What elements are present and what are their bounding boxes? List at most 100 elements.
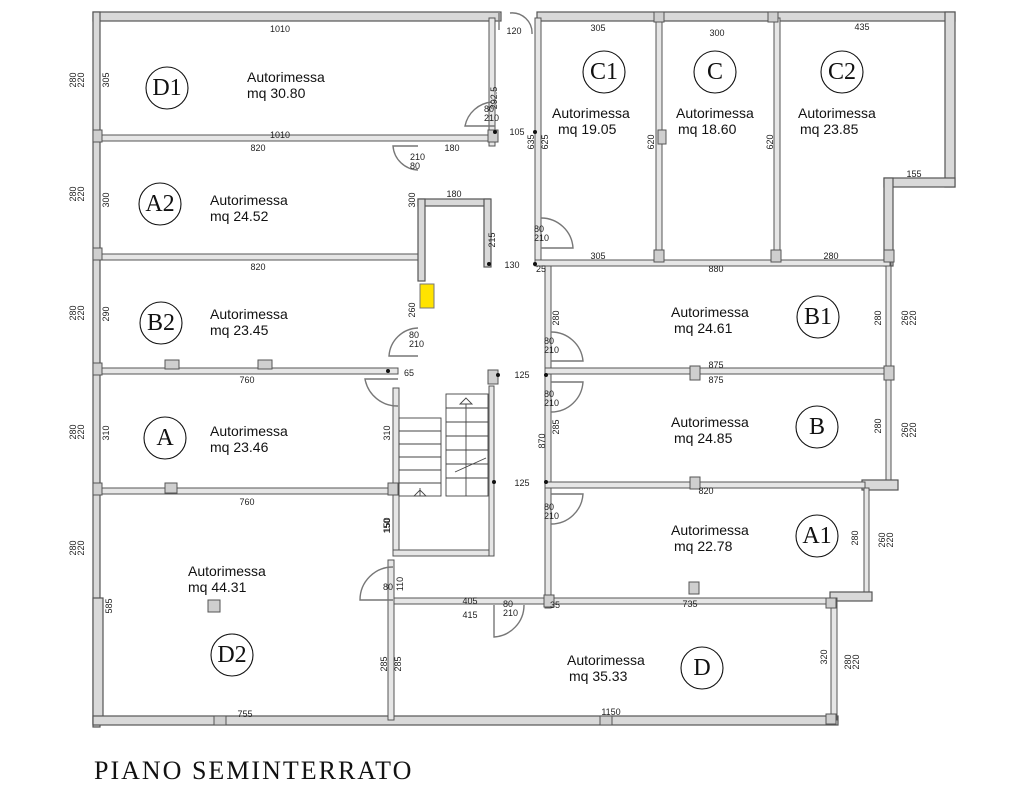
wall-c2-step [883, 177, 956, 188]
column [92, 129, 103, 143]
room-area: mq 35.33 [569, 668, 628, 684]
room-area: mq 22.78 [674, 538, 733, 554]
dim-label: 280 [873, 418, 883, 433]
room-area: mq 23.85 [800, 121, 859, 137]
height-label: 220 [908, 422, 918, 437]
column [689, 365, 701, 381]
door-swing [493, 604, 525, 638]
dim-label: 105 [509, 127, 524, 137]
room-type: Autorimessa [671, 304, 749, 320]
height-label: 220 [851, 654, 861, 669]
dim-label: 292.5 [489, 87, 499, 110]
door-swing [498, 12, 533, 35]
stairs [398, 393, 489, 497]
column [883, 365, 895, 381]
dim-label: 320 [819, 649, 829, 664]
dim-label: 180 [446, 189, 461, 199]
dim-label: 125 [514, 370, 529, 380]
room-id-circle [143, 416, 187, 460]
door-size-labels: 80 210 210 80 80 210 80 210 80 210 80 21… [383, 104, 559, 618]
dim-label: 280 [551, 310, 561, 325]
room-id: B1 [804, 304, 832, 330]
door-swing [392, 145, 419, 171]
wall-b-a1 [544, 481, 866, 489]
dimension-dots [386, 130, 548, 484]
door-swing [464, 101, 495, 127]
dim-label: 305 [101, 72, 111, 87]
room-id: A2 [145, 191, 174, 217]
wall-d1-a2 [99, 134, 496, 142]
dim-label: 125 [514, 478, 529, 488]
door-size: 80 [409, 330, 419, 340]
door-size: 80 [544, 502, 554, 512]
wall-core-right [483, 198, 492, 268]
height-label: 220 [885, 532, 895, 547]
dim-label: 1150 [601, 707, 620, 717]
room-type: Autorimessa [552, 105, 630, 121]
height-label: 260 [900, 310, 910, 325]
room-type: Autorimessa [210, 192, 288, 208]
room-id-circle [795, 514, 839, 558]
dim-label: 305 [590, 23, 605, 33]
room-id-circle [680, 646, 724, 690]
dim-label: 120 [506, 26, 521, 36]
dim-label: 25 [536, 264, 546, 274]
wall-d-right [830, 597, 838, 721]
dim-label: 150 [382, 518, 392, 533]
room-id: B2 [147, 310, 175, 336]
dim-label: 880 [708, 264, 723, 274]
wall-a1-corner [829, 591, 873, 602]
wall-stair-left [392, 387, 400, 557]
dim-label: 1010 [270, 24, 290, 34]
room-id: D1 [152, 75, 181, 101]
room-id: C [707, 59, 723, 85]
room-area: mq 23.46 [210, 439, 269, 455]
room-id: A [156, 425, 174, 451]
dim-label: 760 [239, 375, 254, 385]
room-id-circle [693, 50, 737, 94]
dim-label: 310 [101, 425, 111, 440]
wall-b-left [544, 265, 552, 609]
room-type: Autorimessa [210, 306, 288, 322]
height-label: 220 [908, 310, 918, 325]
dim-label: 280 [823, 251, 838, 261]
door-swing [550, 493, 584, 525]
door-swing [550, 381, 584, 413]
column [207, 599, 221, 613]
room-id-circle [582, 50, 626, 94]
column [387, 482, 399, 496]
door-size: 210 [544, 345, 559, 355]
dim-label: 260 [407, 302, 417, 317]
room-c1: C1 Autorimessa mq 19.05 [552, 50, 630, 137]
dim-label: 215 [487, 232, 497, 247]
dim-label: 150 [382, 517, 392, 532]
column [543, 594, 555, 608]
dim-label: 415 [462, 610, 477, 620]
floor-plan: 1010 1010 820 180 820 760 760 755 1150 4… [68, 11, 956, 728]
door-size: 210 [544, 511, 559, 521]
wall-d1-right [488, 17, 496, 147]
height-label: 280 [68, 72, 78, 87]
door-size: 210 [544, 398, 559, 408]
plan-title: PIANO SEMINTERRATO [94, 756, 414, 785]
doors [359, 12, 584, 638]
column [213, 715, 227, 726]
wall-a2-b2 [99, 253, 421, 261]
dim-label: 620 [765, 134, 775, 149]
room-labels: D1 Autorimessa mq 30.80 A2 Autorimessa m… [138, 50, 876, 690]
room-c: C Autorimessa mq 18.60 [676, 50, 754, 137]
room-area: mq 30.80 [247, 85, 306, 101]
room-a2: A2 Autorimessa mq 24.52 [138, 182, 288, 226]
column [689, 476, 701, 490]
door-size: 80 [544, 336, 554, 346]
dim-label: 1010 [270, 130, 290, 140]
room-area: mq 23.45 [210, 322, 269, 338]
dim-label: 405 [462, 596, 477, 606]
height-label: 280 [68, 305, 78, 320]
room-d2: D2 Autorimessa mq 44.31 [188, 563, 266, 677]
dim-label: 35 [550, 600, 560, 610]
wall-top-left [92, 11, 502, 22]
door-size: 80 [544, 389, 554, 399]
dim-label: 585 [104, 598, 114, 613]
height-label: 260 [877, 532, 887, 547]
